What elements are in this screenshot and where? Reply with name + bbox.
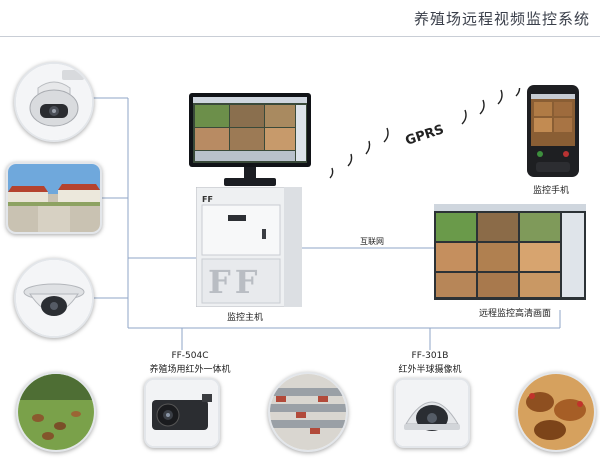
cam-301b-name: 红外半球摄像机 — [398, 365, 462, 375]
server-logo: FF — [208, 263, 262, 301]
server-monitor — [188, 92, 312, 190]
cam-301b-model: FF-301B — [411, 351, 449, 361]
phone-label: 监控手机 — [532, 186, 569, 196]
infrared-camera-photo — [144, 378, 220, 448]
server-box-icon — [196, 187, 302, 307]
remote-screen-image — [434, 204, 586, 300]
speed-dome-camera-icon — [16, 64, 92, 140]
infrared-bullet-camera-icon — [146, 380, 218, 446]
page-title: 养殖场远程视频监控系统 — [413, 10, 590, 28]
chickens-closeup-photo — [516, 372, 596, 452]
cam-504c-name: 养殖场用红外一体机 — [149, 365, 231, 375]
mini-dome-camera-icon — [16, 260, 92, 336]
chickens-closeup-image — [518, 374, 594, 450]
farm-photo — [6, 162, 102, 234]
title-divider — [0, 36, 600, 37]
remote-screen-label: 远程监控高清画面 — [478, 309, 551, 319]
gprs-signal — [329, 88, 521, 179]
chickens-field-image — [18, 374, 94, 450]
farm-landscape-image — [8, 164, 100, 232]
server-label: 监控主机 — [226, 313, 263, 323]
monitor-icon — [189, 93, 311, 186]
server-badge: FF — [202, 195, 213, 204]
chicken-coop-image — [270, 374, 346, 450]
half-dome-camera-photo — [394, 378, 470, 448]
mini-dome-camera — [14, 258, 94, 338]
cam-504c-model: FF-504C — [171, 351, 209, 361]
monitor-phone — [526, 84, 580, 178]
phone-icon — [527, 85, 579, 177]
half-dome-camera-icon — [396, 380, 468, 446]
server-host: FF FF — [196, 187, 302, 307]
chicken-coop-photo — [268, 372, 348, 452]
chickens-field-photo — [16, 372, 96, 452]
remote-screen — [434, 204, 586, 300]
speed-dome-camera — [14, 62, 94, 142]
internet-label: 互联网 — [360, 237, 384, 246]
